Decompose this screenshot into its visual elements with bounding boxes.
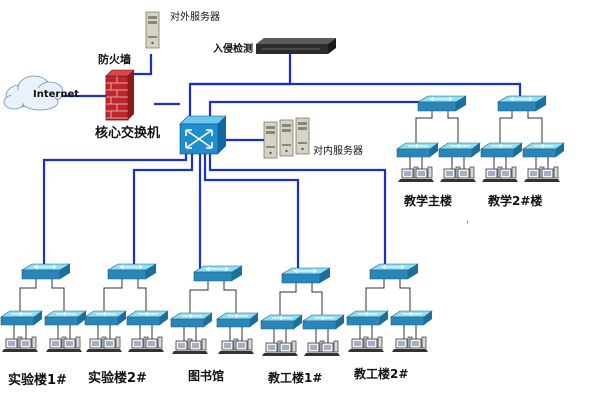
lab-1-uplink-right	[51, 279, 65, 311]
link-core-lab-1	[42, 145, 188, 272]
link-core-teaching-main	[208, 100, 442, 124]
staff-2-label: 教工楼2#	[353, 366, 408, 381]
library-uplink-right	[223, 281, 237, 313]
teaching-2-access-switch-2	[522, 142, 565, 158]
teaching-2-label: 教学2#楼	[487, 193, 542, 208]
teaching-2-access-switch-1	[480, 142, 523, 158]
lab-2-access-switch-1	[84, 310, 127, 326]
lab-2-building-switch	[107, 263, 157, 280]
teaching-main-uplink-right	[447, 111, 459, 144]
internal-server-tower-2	[279, 119, 294, 157]
library-building-switch	[193, 265, 243, 282]
lab-1-access-switch-1	[0, 310, 43, 326]
firewall-icon	[105, 69, 135, 121]
link-core-staff-1	[203, 154, 300, 272]
internal-server-icon	[263, 117, 310, 159]
external-server-tower	[145, 11, 160, 49]
link-core-teaching-2	[188, 82, 522, 124]
lab-2-uplink-left	[103, 279, 123, 311]
ids-label: 入侵检测	[213, 42, 253, 55]
core-switch-label: 核心交换机	[95, 125, 160, 141]
network-devices	[0, 11, 565, 357]
teaching-2-uplink-right	[527, 111, 543, 144]
core-switch-icon	[179, 115, 227, 155]
staff-2-building-switch	[369, 263, 419, 280]
library-uplink-left	[189, 281, 209, 313]
firewall-label: 防火墙	[98, 52, 131, 66]
teaching-main-label: 教学主楼	[403, 193, 452, 208]
ids-side	[328, 38, 336, 54]
internal-server-label: 对内服务器	[313, 144, 363, 157]
teaching-2-uplink-left	[499, 111, 513, 144]
teaching-main-uplink-left	[415, 111, 433, 144]
teaching-main-access-switch-2	[438, 142, 481, 158]
library-label: 图书馆	[188, 368, 224, 383]
lab-1-label: 实验楼1#	[8, 372, 67, 388]
staff-1-label: 教工楼1#	[267, 370, 322, 385]
external-server-label: 对外服务器	[170, 10, 220, 23]
lab-2-label: 实验楼2#	[88, 370, 147, 386]
staff-1-building-switch	[281, 267, 331, 284]
cloud-fill	[11, 88, 55, 104]
core-top	[179, 115, 227, 125]
staff-2-access-switch-1	[346, 310, 389, 326]
staff-1-uplink-left	[279, 283, 297, 315]
lab-2-access-switch-2	[126, 310, 169, 326]
teaching-2-building-switch	[497, 95, 547, 112]
teaching-main-building-switch	[417, 95, 467, 112]
external-server-icon	[145, 11, 160, 49]
stray-mark: ˌ	[466, 214, 469, 225]
link-core-lab-2	[132, 150, 194, 272]
staff-2-uplink-left	[365, 279, 385, 311]
lab-2-uplink-right	[137, 279, 147, 311]
staff-1-uplink-right	[311, 283, 323, 315]
ids-top	[256, 38, 336, 44]
internal-server-tower-3	[295, 117, 310, 155]
internet-label: Internet	[33, 89, 79, 100]
staff-1-access-switch-2	[302, 314, 345, 330]
link-core-ids	[190, 54, 292, 86]
core-arrows	[185, 129, 213, 149]
link-core-staff-2	[208, 154, 387, 268]
staff-2-uplink-right	[399, 279, 411, 311]
lab-1-building-switch	[21, 263, 71, 280]
staff-1-access-switch-1	[260, 314, 303, 330]
internal-server-tower-1	[263, 121, 278, 159]
link-external-server-firewall	[128, 54, 153, 76]
internet-cloud-icon	[3, 75, 64, 111]
lab-1-uplink-left	[19, 279, 37, 311]
firewall-side	[128, 70, 134, 120]
teaching-main-access-switch-1	[396, 142, 439, 158]
core-side	[218, 116, 226, 154]
staff-2-access-switch-2	[390, 310, 433, 326]
ids-appliance-icon	[256, 38, 336, 54]
network-links	[13, 54, 549, 344]
library-access-switch-2	[216, 312, 259, 328]
lab-1-access-switch-2	[44, 310, 87, 326]
library-access-switch-1	[170, 312, 213, 328]
